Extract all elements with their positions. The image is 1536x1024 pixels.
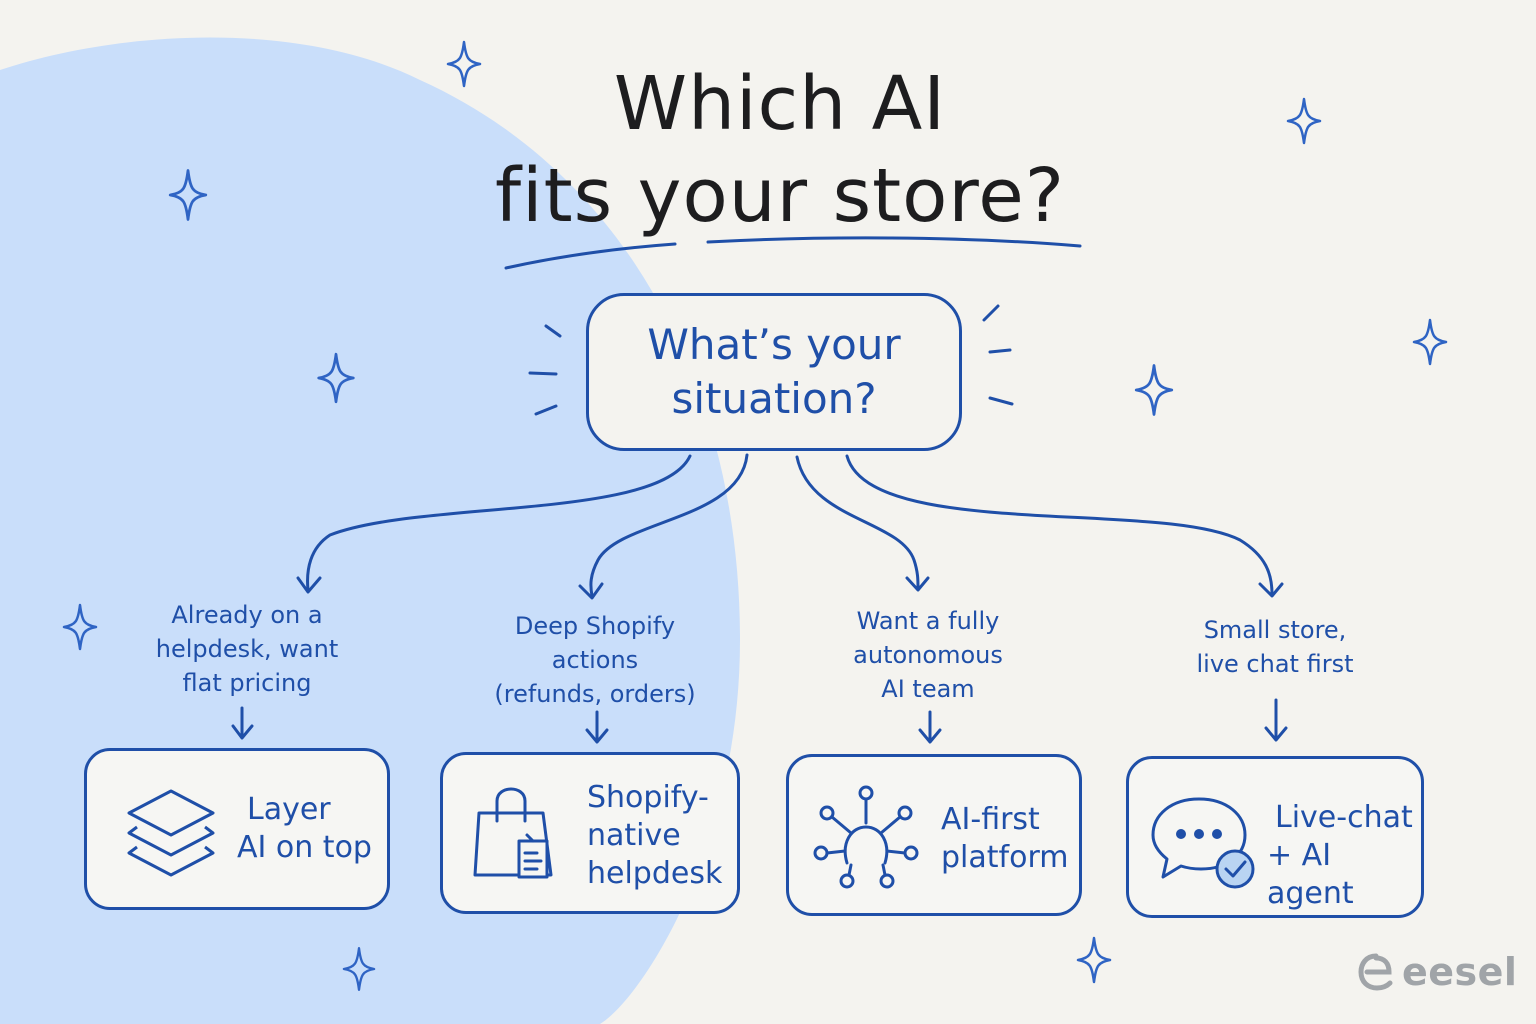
arrowhead-condition-2	[585, 728, 609, 744]
result-label: AI-first platform	[941, 801, 1068, 877]
result-card-ai-first: AI-first platform	[786, 754, 1082, 916]
title-line-1: Which AI	[613, 61, 947, 147]
arrowhead-condition-3	[918, 728, 942, 744]
network-hub-icon	[813, 785, 919, 889]
result-line: platform	[941, 840, 1069, 875]
sparkle-icon	[1286, 97, 1322, 145]
condition-branch-3: Want a fully autonomous AI team	[803, 604, 1053, 706]
sparkle-icon	[62, 603, 98, 651]
result-label: Shopify- native helpdesk	[587, 779, 722, 893]
page-title: Which AI fits your store?	[400, 58, 1160, 242]
condition-line: AI team	[881, 675, 975, 703]
sparkle-icon	[1134, 364, 1174, 416]
condition-line: flat pricing	[182, 669, 312, 697]
sparkle-icon	[168, 169, 208, 221]
result-line: native	[587, 818, 681, 853]
hub-emphasis-left	[528, 324, 562, 416]
result-label: Layer AI on top	[237, 791, 372, 867]
arrowhead-branch-2	[578, 582, 604, 600]
connector-branch-2	[589, 453, 749, 598]
title-underline-left	[504, 242, 677, 270]
condition-line: actions	[551, 646, 639, 674]
sparkle-icon	[342, 947, 376, 991]
result-card-live-chat: Live-chat + AI agent	[1126, 756, 1424, 918]
sparkle-icon	[1412, 318, 1448, 366]
situation-hub: What’s your situation?	[586, 293, 962, 451]
eesel-logo-icon	[1358, 953, 1393, 991]
connector-branch-3	[795, 455, 920, 590]
brand-logo: eesel	[1358, 950, 1517, 994]
hub-line-1: What’s your	[647, 320, 901, 369]
brand-name: eesel	[1402, 950, 1518, 994]
result-label: Live-chat + AI agent	[1267, 799, 1421, 913]
hub-emphasis-right	[982, 304, 1014, 406]
arrowhead-branch-1	[296, 576, 322, 594]
sparkle-icon	[446, 40, 482, 88]
condition-line: Small store,	[1203, 616, 1347, 644]
condition-line: autonomous	[853, 641, 1003, 669]
condition-line: helpdesk, want	[155, 635, 339, 663]
arrowhead-branch-4	[1258, 582, 1284, 598]
layers-icon	[127, 789, 215, 877]
condition-line: Want a fully	[856, 607, 1000, 635]
condition-line: Already on a	[171, 601, 323, 629]
condition-branch-1: Already on a helpdesk, want flat pricing	[122, 598, 372, 700]
sparkle-icon	[317, 352, 355, 404]
sparkle-icon	[1076, 936, 1112, 984]
arrowhead-condition-1	[231, 724, 254, 740]
condition-branch-2: Deep Shopify actions (refunds, orders)	[470, 609, 720, 711]
title-underline-right	[706, 236, 1082, 248]
result-line: + AI agent	[1267, 838, 1354, 911]
condition-line: Deep Shopify	[514, 612, 676, 640]
condition-branch-4: Small store, live chat first	[1150, 613, 1400, 681]
connector-branch-4	[845, 454, 1274, 596]
arrowhead-branch-3	[905, 576, 930, 592]
result-line: AI-first	[941, 802, 1040, 837]
chat-bubble-check-icon	[1151, 797, 1255, 889]
title-line-2: fits your store?	[494, 153, 1066, 239]
arrowhead-condition-4	[1264, 726, 1288, 742]
result-line: Shopify-	[587, 780, 709, 815]
result-card-shopify-native: Shopify- native helpdesk	[440, 752, 740, 914]
result-card-layer-ai: Layer AI on top	[84, 748, 390, 910]
condition-line: (refunds, orders)	[494, 680, 696, 708]
hub-line-2: situation?	[671, 374, 877, 423]
shopping-bag-icon	[473, 787, 553, 879]
condition-line: live chat first	[1196, 650, 1354, 678]
result-line: AI on top	[237, 830, 372, 865]
result-line: Layer	[247, 792, 331, 827]
result-line: Live-chat	[1275, 800, 1413, 835]
result-line: helpdesk	[587, 856, 723, 891]
connector-branch-1	[306, 454, 692, 592]
